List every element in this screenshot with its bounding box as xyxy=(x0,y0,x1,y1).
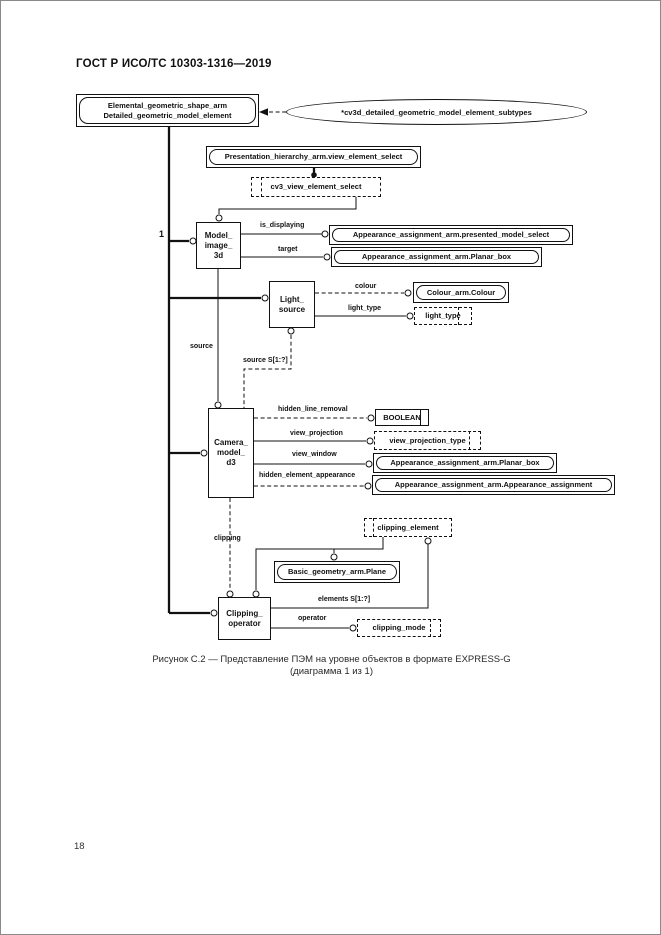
node-model-image-3d: Model_ image_ 3d xyxy=(196,222,241,269)
enum-type-bar xyxy=(458,307,459,325)
node-presentation-hierarchy: Presentation_hierarchy_arm.view_element_… xyxy=(206,146,421,168)
node-clipping-mode: clipping_mode xyxy=(357,619,441,637)
node-label: model_ xyxy=(216,448,245,457)
node-label: clipping_element xyxy=(377,522,439,532)
edge-label-hidden-line-removal: hidden_line_removal xyxy=(278,406,348,413)
node-label: light_type xyxy=(425,311,461,321)
edge-label-operator: operator xyxy=(298,615,327,622)
node-label: *cv3d_detailed_geometric_model_element_s… xyxy=(341,107,532,117)
node-view-projection-type: view_projection_type xyxy=(374,431,481,450)
node-presented-model-inner: Appearance_assignment_arm.presented_mode… xyxy=(332,228,570,242)
edge-label-clipping: clipping xyxy=(214,535,241,542)
node-label: Elemental_geometric_shape_arm xyxy=(107,101,228,111)
node-label: d3 xyxy=(226,458,236,467)
node-label: Clipping_ xyxy=(226,608,263,618)
node-planar-box-top: Appearance_assignment_arm.Planar_box xyxy=(331,247,542,267)
node-label: view_projection_type xyxy=(389,435,466,445)
edge-label-view-window: view_window xyxy=(292,451,337,458)
page-reference-arrowhead xyxy=(259,108,268,116)
node-basic-plane-inner: Basic_geometry_arm.Plane xyxy=(277,564,397,580)
node-label: source xyxy=(278,304,306,314)
node-label: 3d xyxy=(213,250,224,260)
enum-type-bar xyxy=(469,431,470,450)
node-label: Appearance_assignment_arm.Planar_box xyxy=(390,458,540,468)
node-appearance-assignment-inner: Appearance_assignment_arm.Appearance_ass… xyxy=(375,478,612,492)
node-colour-inner: Colour_arm.Colour xyxy=(416,285,506,300)
edge-label-source-set: source S[1:?] xyxy=(243,357,288,364)
page-header: ГОСТ Р ИСО/ТС 10303-1316—2019 xyxy=(76,58,272,70)
node-boolean: BOOLEAN xyxy=(375,409,429,426)
node-label: Detailed_geometric_model_element xyxy=(103,110,232,120)
node-presented-model-select: Appearance_assignment_arm.presented_mode… xyxy=(329,225,573,245)
edge-label-source: source xyxy=(190,343,213,350)
node-light-type: light_type xyxy=(414,307,472,325)
node-label: image_ xyxy=(204,240,233,250)
node-planar-box-bottom-inner: Appearance_assignment_arm.Planar_box xyxy=(376,456,554,470)
node-appearance-assignment: Appearance_assignment_arm.Appearance_ass… xyxy=(372,475,615,495)
page-number: 18 xyxy=(74,841,85,852)
node-planar-box-top-inner: Appearance_assignment_arm.Planar_box xyxy=(334,250,539,264)
node-label: BOOLEAN xyxy=(383,412,421,422)
node-label: Basic_geometry_arm.Plane xyxy=(288,567,386,577)
node-label: clipping_mode xyxy=(372,623,426,633)
node-colour-arm-colour: Colour_arm.Colour xyxy=(413,282,509,303)
node-label: Appearance_assignment_arm.Appearance_ass… xyxy=(394,480,593,490)
edge-label-light-type: light_type xyxy=(348,305,382,312)
node-label: operator xyxy=(228,618,261,628)
node-basic-geometry-plane: Basic_geometry_arm.Plane xyxy=(274,561,400,583)
node-planar-box-bottom: Appearance_assignment_arm.Planar_box xyxy=(373,453,557,473)
edge-label-cardinality-one: 1 xyxy=(159,229,165,239)
edge-label-hidden-element-appearance: hidden_element_appearance xyxy=(259,472,356,479)
edge-label-target: target xyxy=(278,246,298,253)
node-label: Presentation_hierarchy_arm.view_element_… xyxy=(224,152,403,162)
node-presentation-inner: Presentation_hierarchy_arm.view_element_… xyxy=(209,149,418,165)
enum-type-bar xyxy=(430,619,431,637)
node-subtypes-ellipse: *cv3d_detailed_geometric_model_element_s… xyxy=(286,99,587,125)
node-cv3-view-element-select: cv3_view_element_select xyxy=(251,177,381,197)
node-label: Appearance_assignment_arm.presented_mode… xyxy=(352,230,550,240)
select-type-bar xyxy=(373,518,374,537)
node-light-source: Light_ source xyxy=(269,281,315,328)
supertype-thick-lines xyxy=(167,127,316,615)
edge-label-colour: colour xyxy=(355,283,377,290)
node-label: Colour_arm.Colour xyxy=(426,287,496,297)
node-clipping-element: clipping_element xyxy=(364,518,452,537)
node-label: Camera_ xyxy=(214,438,248,447)
node-label: Appearance_assignment_arm.Planar_box xyxy=(361,252,512,262)
figure-caption-line1: Рисунок С.2 — Представление ПЭМ на уровн… xyxy=(152,654,511,665)
edge-label-elements-set: elements S[1:?] xyxy=(318,596,371,603)
node-elemental-geometric-shape: Elemental_geometric_shape_arm Detailed_g… xyxy=(76,94,259,127)
edge-label-is-displaying: is_displaying xyxy=(260,222,305,229)
node-label: Light_ xyxy=(280,294,304,304)
node-label: Model_ xyxy=(204,230,233,240)
node-camera-model-d3: Camera_ model_ d3 xyxy=(208,408,254,498)
edge-label-view-projection: view_projection xyxy=(290,430,343,437)
figure-caption-line2: (диаграмма 1 из 1) xyxy=(290,666,373,677)
select-type-bar xyxy=(261,177,262,197)
simple-type-bar xyxy=(420,409,421,426)
node-clipping-operator: Clipping_ operator xyxy=(218,597,271,640)
node-label: cv3_view_element_select xyxy=(270,182,362,192)
node-elemental-inner: Elemental_geometric_shape_arm Detailed_g… xyxy=(79,97,256,124)
